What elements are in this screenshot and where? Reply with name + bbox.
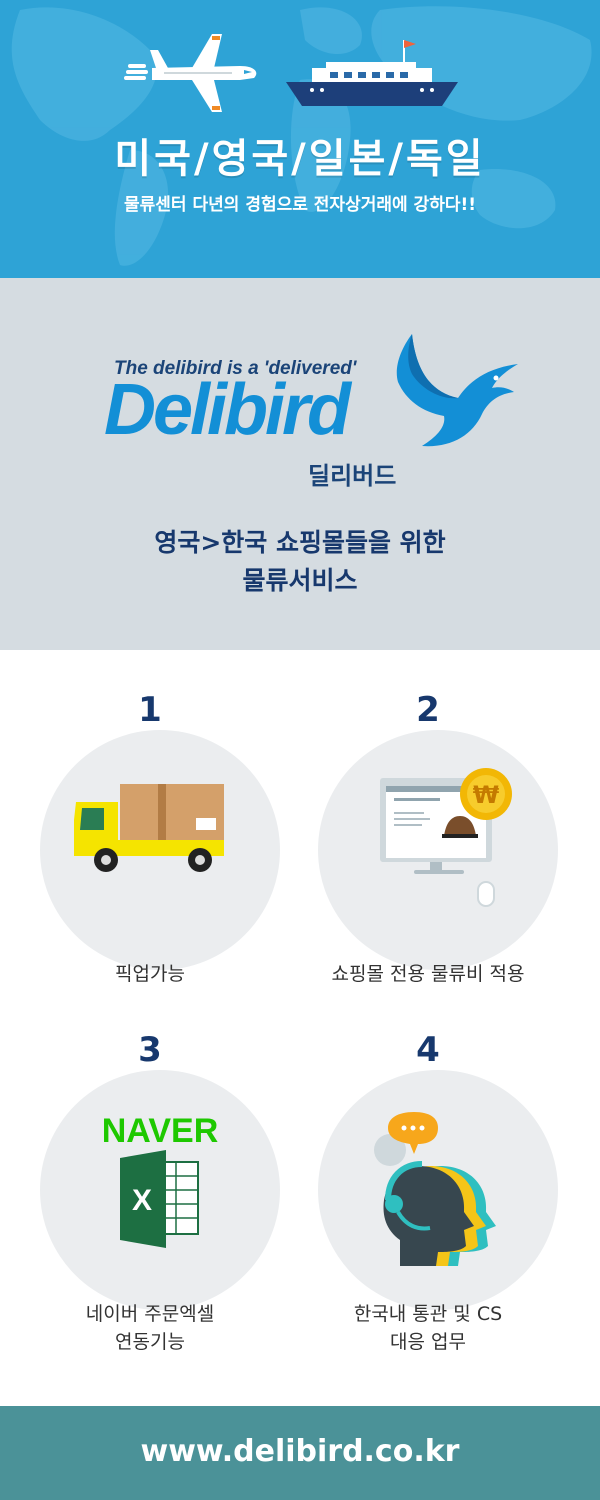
computer-shopping-icon: ₩: [380, 768, 512, 907]
feature-number: 3: [138, 1030, 162, 1070]
feature-label-line-1: 한국내 통관 및 CS: [353, 1303, 503, 1325]
hero-subtitle: 물류센터 다년의 경험으로 전자상거래에 강하다!!: [124, 195, 476, 215]
brand-section: The delibird is a 'delivered' Delibird 딜…: [0, 278, 600, 650]
feature-label: 픽업가능: [115, 963, 185, 985]
delivery-truck-icon: [74, 784, 224, 872]
excel-letter: X: [132, 1184, 152, 1217]
hero-title: 미국/영국/일본/독일: [114, 136, 486, 182]
feature-label-line-2: 연동기능: [115, 1331, 185, 1353]
feature-number: 2: [416, 690, 440, 730]
feature-label-line-2: 대응 업무: [390, 1331, 466, 1353]
delibird-logo-wordmark: Delibird: [104, 370, 351, 450]
airplane-icon: [124, 34, 257, 112]
feature-icon-circle: [318, 1070, 558, 1310]
naver-excel-icon: NAVER X: [102, 1112, 219, 1248]
feature-label: 한국내 통관 및 CS 대응 업무: [278, 1300, 578, 1356]
service-description-line-2: 물류서비스: [242, 566, 358, 595]
won-coin-symbol: ₩: [473, 781, 500, 809]
bird-logo-icon: [396, 334, 518, 447]
feature-label: 쇼핑몰 전용 물류비 적용: [331, 963, 525, 985]
naver-logo-text: NAVER: [102, 1112, 219, 1150]
delibird-korean-name: 딜리버드: [308, 462, 397, 490]
cargo-ship-icon: [286, 40, 458, 106]
website-link[interactable]: www.delibird.co.kr: [140, 1434, 460, 1469]
brand-tagline: The delibird is a 'delivered': [114, 358, 357, 379]
customer-support-icon: [374, 1112, 496, 1266]
feature-label-line-1: 네이버 주문엑셀: [85, 1303, 215, 1325]
service-description: 영국>한국 쇼핑몰들을 위한 물류서비스: [0, 524, 600, 600]
service-description-line-1: 영국>한국 쇼핑몰들을 위한: [154, 528, 446, 557]
feature-icon-circle: NAVER X: [40, 1070, 280, 1310]
hero-banner: 미국/영국/일본/독일 물류센터 다년의 경험으로 전자상거래에 강하다!!: [0, 0, 600, 278]
footer: www.delibird.co.kr: [0, 1406, 600, 1500]
feature-number: 4: [416, 1030, 440, 1070]
feature-number: 1: [138, 690, 162, 730]
feature-label: 네이버 주문엑셀 연동기능: [0, 1300, 300, 1356]
feature-icon-circle: ₩: [318, 730, 558, 970]
feature-icon-circle: [40, 730, 280, 970]
